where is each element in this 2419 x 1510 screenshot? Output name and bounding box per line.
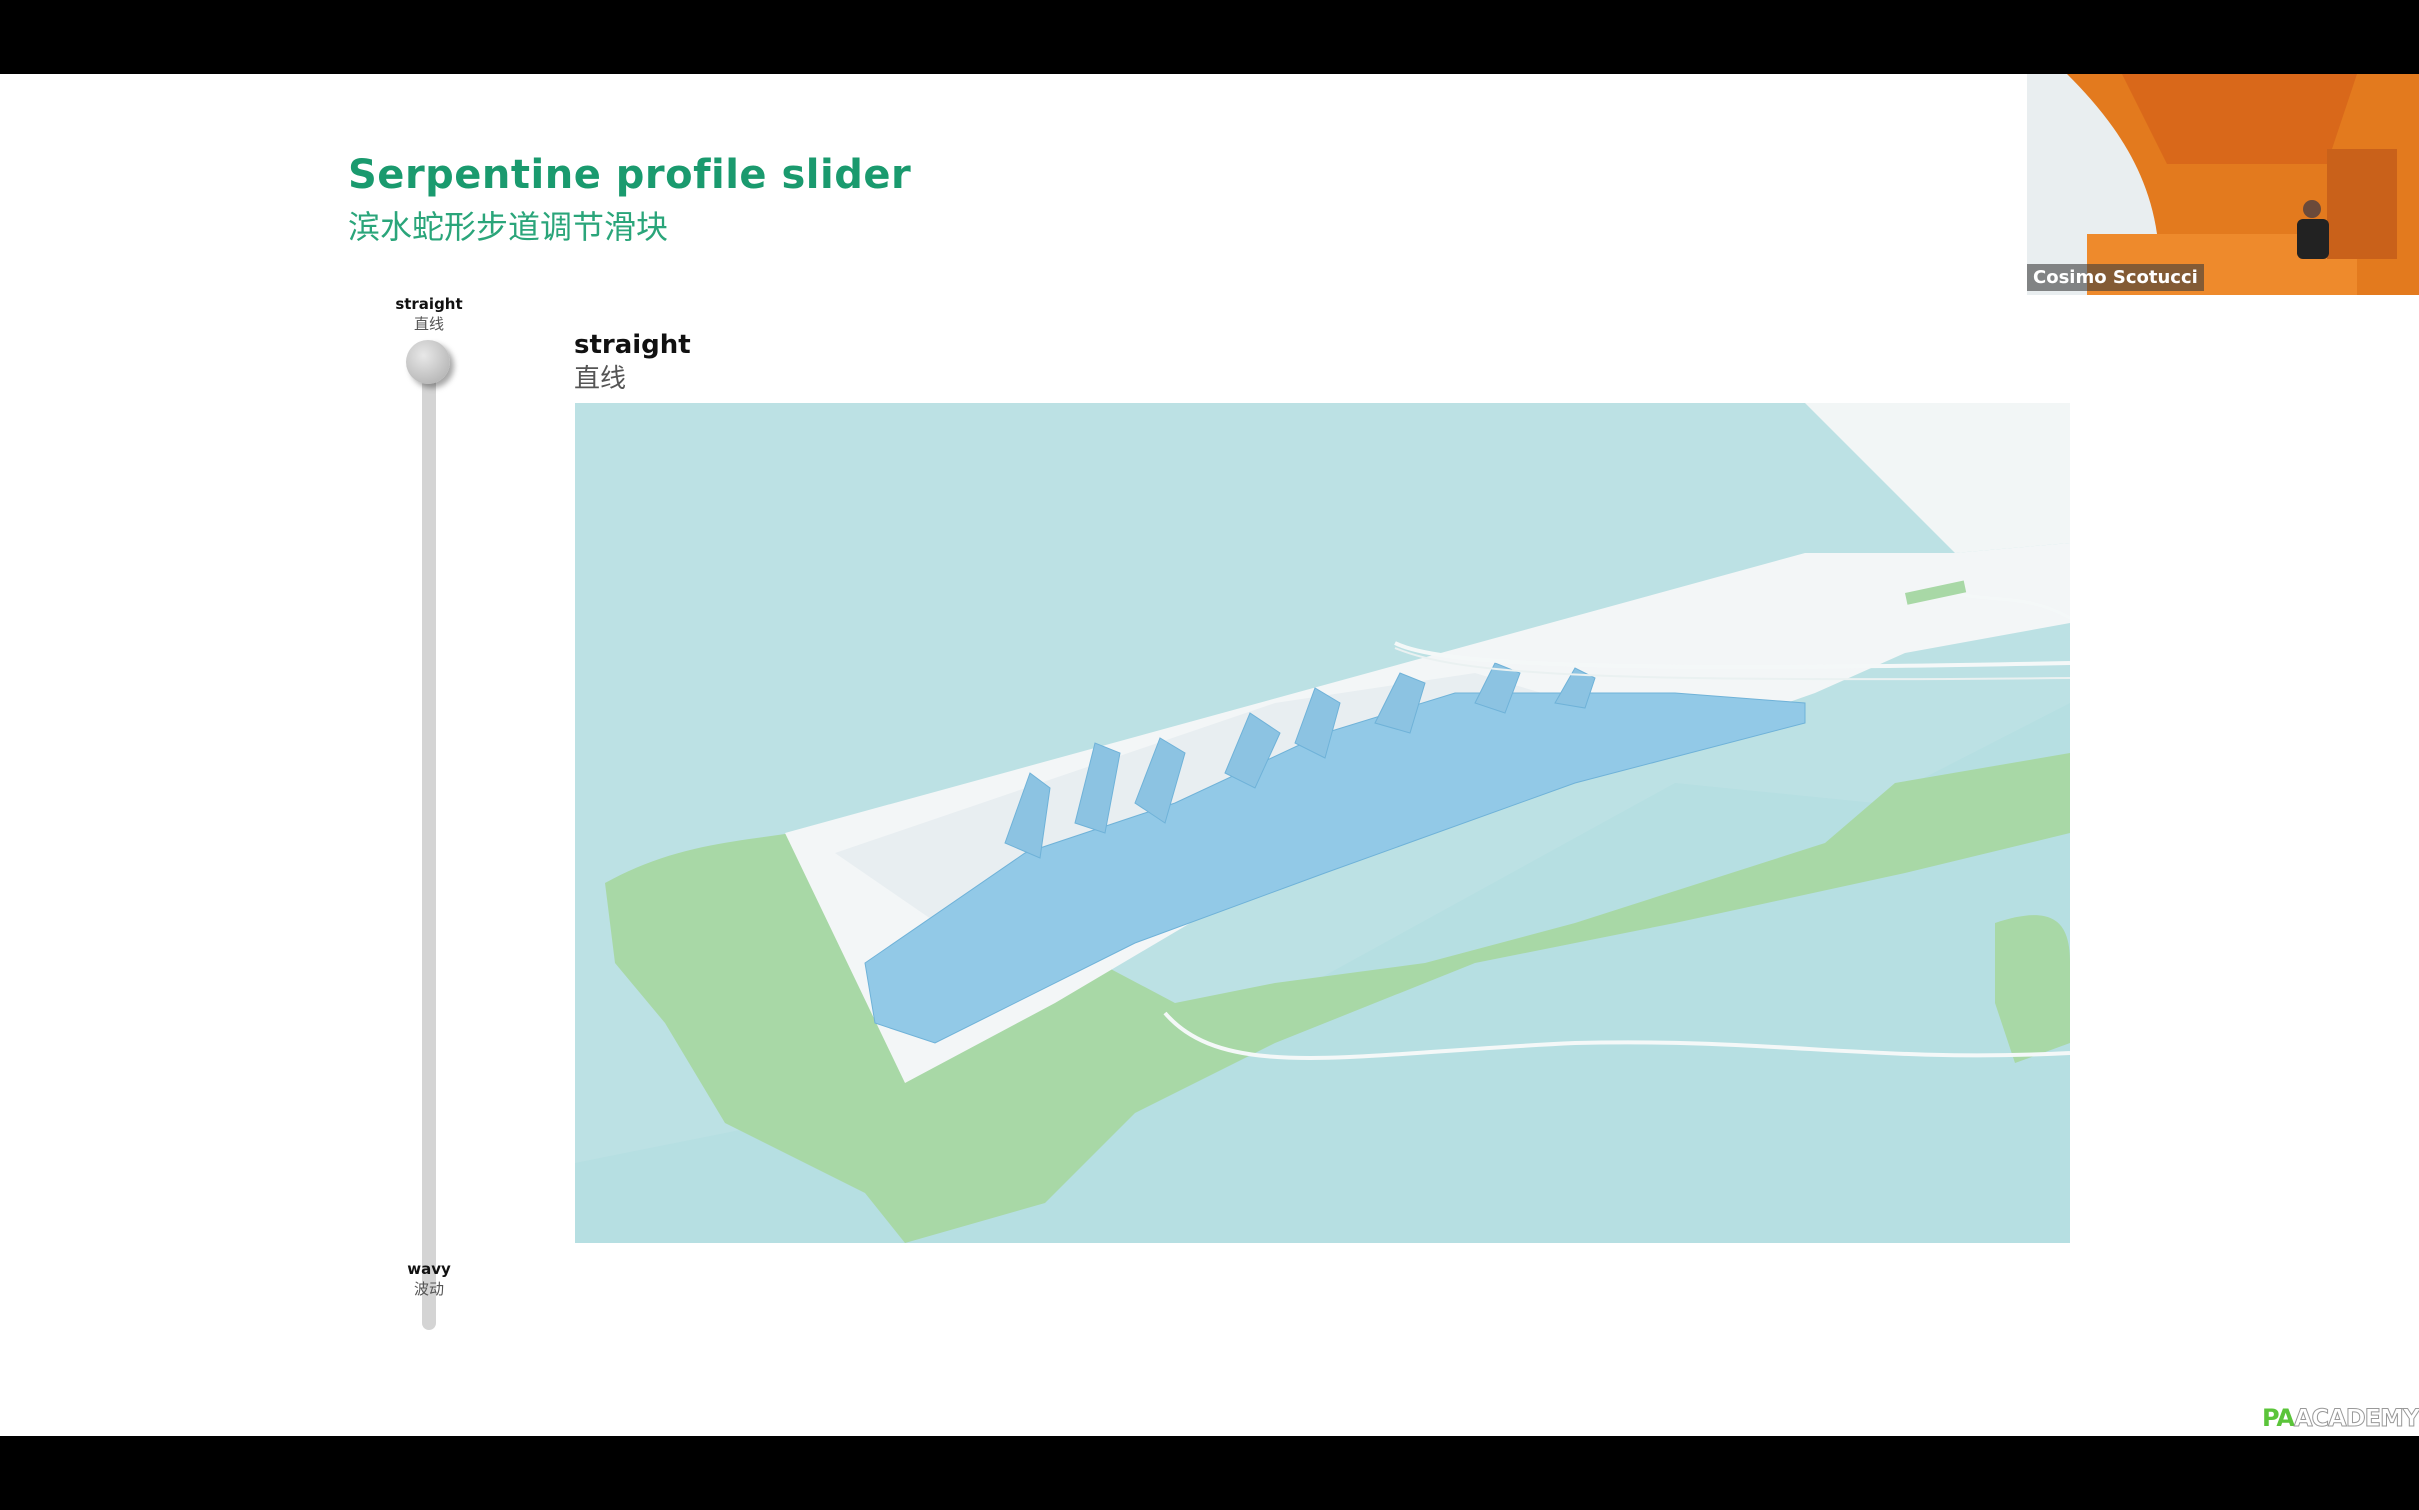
- slider-top-label-en: straight: [395, 295, 463, 313]
- participant-video-feed: [2027, 74, 2419, 295]
- participant-name-label: Cosimo Scotucci: [2027, 264, 2204, 291]
- logo-pa: PA: [2262, 1404, 2295, 1432]
- slider-track[interactable]: [422, 364, 436, 1330]
- tower-cluster: [864, 662, 1806, 1044]
- presentation-slide: Serpentine profile slider 滨水蛇形步道调节滑块 str…: [0, 74, 2419, 1436]
- current-state-cn: 直线: [574, 364, 627, 394]
- page-title: Serpentine profile slider: [348, 152, 912, 198]
- slider-bottom-label-en: wavy: [407, 1260, 451, 1278]
- participant-video-tile[interactable]: Cosimo Scotucci: [2027, 74, 2419, 295]
- waterfront-render-image: [575, 403, 2070, 1243]
- current-state-label: straight 直线: [574, 328, 691, 396]
- slider-bottom-label: wavy 波动: [379, 1259, 479, 1299]
- slider-bottom-label-cn: 波动: [413, 1280, 444, 1298]
- pa-academy-logo: PAACADEMY: [2262, 1404, 2419, 1433]
- page-subtitle: 滨水蛇形步道调节滑块: [348, 208, 669, 246]
- slider-handle[interactable]: [406, 340, 450, 384]
- slider-top-label: straight 直线: [379, 294, 479, 334]
- logo-academy: ACADEMY: [2293, 1404, 2419, 1433]
- current-state-en: straight: [574, 330, 691, 360]
- slider-top-label-cn: 直线: [413, 315, 444, 333]
